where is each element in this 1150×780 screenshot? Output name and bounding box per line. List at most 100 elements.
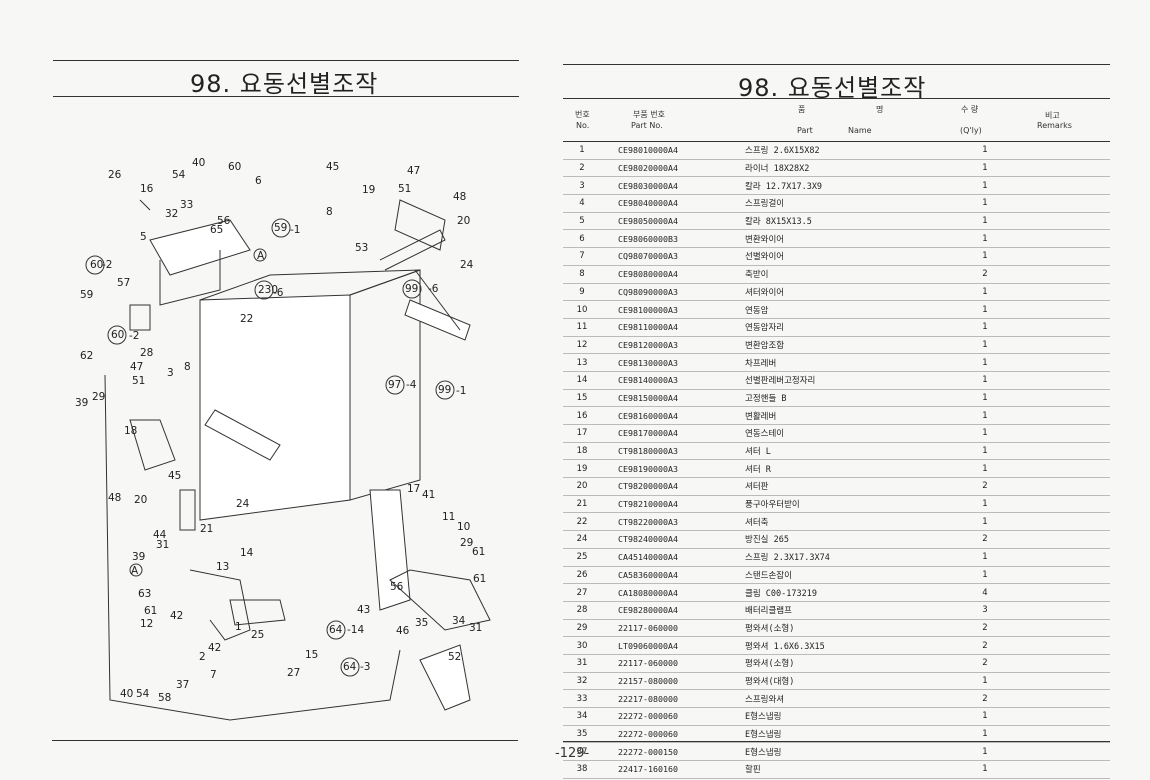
part-code: CE98110000A4	[601, 318, 745, 337]
part-remarks	[1025, 512, 1110, 532]
svg-text:32: 32	[165, 208, 178, 220]
part-code: 22272-000060	[601, 707, 745, 726]
part-quantity: 2	[945, 654, 1025, 673]
part-code: CE98140000A3	[601, 371, 745, 390]
svg-text:16: 16	[140, 183, 154, 195]
svg-text:34: 34	[452, 615, 466, 627]
left-top-rule	[53, 60, 519, 61]
diagram-drawing	[85, 199, 491, 721]
svg-text:97: 97	[388, 379, 401, 391]
part-name: 선별판레버고정자리	[745, 371, 945, 390]
svg-text:-14: -14	[347, 624, 364, 636]
svg-text:61: 61	[472, 546, 485, 558]
svg-text:29: 29	[460, 537, 473, 549]
part-name: 셔터 R	[745, 459, 945, 479]
part-code: CE98080000A4	[601, 265, 745, 284]
part-quantity: 2	[945, 477, 1025, 496]
part-name: 배터리클램프	[745, 601, 945, 620]
part-remarks	[1025, 672, 1110, 691]
svg-text:64: 64	[329, 624, 343, 636]
part-code: 22117-060000	[601, 619, 745, 638]
part-name: E형스냅링	[745, 742, 945, 762]
part-number-index: 21	[563, 495, 601, 514]
part-quantity: 2	[945, 530, 1025, 549]
svg-text:31: 31	[469, 622, 482, 634]
part-number-index: 28	[563, 601, 601, 620]
svg-text:60: 60	[111, 329, 124, 341]
part-remarks	[1025, 654, 1110, 673]
part-code: 22217-080000	[601, 689, 745, 708]
part-code: CE98020000A4	[601, 159, 745, 178]
part-name: 연동스테이	[745, 424, 945, 443]
part-number-index: 6	[563, 229, 601, 249]
part-number-index: 26	[563, 566, 601, 585]
part-name: 축받이	[745, 265, 945, 284]
part-code: CE98130000A3	[601, 353, 745, 372]
part-quantity: 1	[945, 229, 1025, 249]
part-remarks	[1025, 760, 1110, 779]
part-code: CA58360000A4	[601, 566, 745, 585]
part-quantity: 2	[945, 265, 1025, 284]
part-quantity: 1	[945, 406, 1025, 425]
part-quantity: 1	[945, 495, 1025, 514]
part-name: 셔터판	[745, 477, 945, 496]
part-code: CE98160000A4	[601, 406, 745, 425]
part-quantity: 1	[945, 389, 1025, 408]
part-quantity: 1	[945, 300, 1025, 319]
part-name: 칼라 8X15X13.5	[745, 212, 945, 231]
svg-text:44: 44	[153, 529, 167, 541]
part-remarks	[1025, 247, 1110, 266]
svg-text:28: 28	[140, 347, 153, 359]
part-code: CT98240000A4	[601, 530, 745, 549]
svg-text:15: 15	[305, 649, 318, 661]
part-number-index: 17	[563, 424, 601, 443]
part-remarks	[1025, 142, 1110, 160]
part-code: CQ98070000A3	[601, 247, 745, 266]
part-code: CE98120000A3	[601, 336, 745, 355]
part-code: CE98010000A4	[601, 142, 745, 160]
part-code: CE98170000A4	[601, 424, 745, 443]
part-number-index: 38	[563, 760, 601, 779]
svg-text:61: 61	[144, 605, 157, 617]
part-quantity: 1	[945, 424, 1025, 443]
svg-text:40: 40	[192, 157, 205, 169]
svg-text:19: 19	[362, 184, 375, 196]
svg-text:42: 42	[208, 642, 221, 654]
part-code: CE98100000A3	[601, 300, 745, 319]
part-number-index: 19	[563, 459, 601, 479]
part-quantity: 1	[945, 725, 1025, 744]
part-remarks	[1025, 619, 1110, 638]
svg-text:99: 99	[438, 384, 451, 396]
header-bottom-rule	[563, 141, 1110, 142]
svg-text:37: 37	[176, 679, 189, 691]
part-number-index: 22	[563, 512, 601, 532]
svg-text:52: 52	[448, 651, 461, 663]
part-number-index: 34	[563, 707, 601, 726]
part-remarks	[1025, 707, 1110, 726]
header-qty-en: (Q'ly)	[960, 126, 982, 135]
part-name: 스프링 2.3X17.3X74	[745, 548, 945, 567]
svg-text:20: 20	[457, 215, 470, 227]
svg-text:54: 54	[136, 688, 150, 700]
right-title-rule	[563, 98, 1110, 99]
part-quantity: 1	[945, 566, 1025, 585]
svg-text:51: 51	[132, 375, 145, 387]
svg-text:25: 25	[251, 629, 264, 641]
part-remarks	[1025, 442, 1110, 461]
part-name: 평와셔 1.6X6.3X15	[745, 636, 945, 655]
part-name: E형스냅링	[745, 707, 945, 726]
svg-text:39: 39	[132, 551, 145, 563]
part-quantity: 3	[945, 601, 1025, 620]
part-number-index: 30	[563, 636, 601, 655]
